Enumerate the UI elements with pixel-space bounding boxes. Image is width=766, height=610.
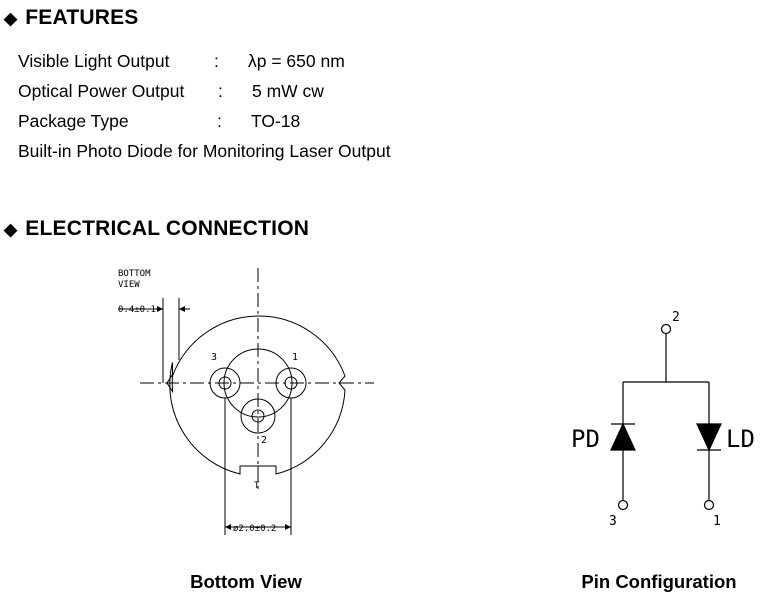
pin-3-label: 3 xyxy=(211,352,217,363)
laser-diode-symbol-icon xyxy=(696,423,722,452)
bottom-view-caption: Bottom View xyxy=(190,571,302,592)
pin-1-core xyxy=(284,376,298,390)
pin-1-label: 1 xyxy=(292,352,298,363)
view-label-line1: BOTTOM xyxy=(118,269,151,279)
ld-label: LD xyxy=(726,425,755,453)
dim-offset-label: 0.4±0.1 xyxy=(118,305,156,315)
arrow-pitch-left xyxy=(225,524,231,530)
pin-2-core xyxy=(251,409,265,423)
pin-config-pin-2: 2 xyxy=(672,310,680,325)
feature-value: λp = 650 nm xyxy=(248,51,345,71)
feature-label: Visible Light Output xyxy=(18,51,170,71)
pin-3-core xyxy=(218,376,232,390)
terminal-pin-3 xyxy=(617,499,629,511)
diamond-bullet-icon: ◆ xyxy=(4,219,18,239)
view-label-line2: VIEW xyxy=(118,280,140,290)
pin-config-pin-1: 1 xyxy=(713,514,721,529)
feature-label: Optical Power Output xyxy=(18,81,185,101)
electrical-title: ELECTRICAL CONNECTION xyxy=(25,217,310,240)
feature-value: TO-18 xyxy=(251,111,301,131)
pin-config-pin-3: 3 xyxy=(609,514,617,529)
feature-separator: : xyxy=(218,81,223,101)
feature-value: 5 mW cw xyxy=(252,81,324,101)
dim-pitch-label: ø2.0±0.2 xyxy=(233,524,276,534)
arrow-pitch-right xyxy=(285,524,291,530)
tab-mark-label: T xyxy=(254,481,260,491)
pin-config-caption: Pin Configuration xyxy=(581,571,737,592)
arrow-offset-left xyxy=(157,306,163,312)
pin-circle-inner xyxy=(223,348,293,418)
arrow-offset-right xyxy=(179,306,185,312)
pin-2-label: 2 xyxy=(261,435,267,446)
terminal-pin-2 xyxy=(660,323,672,335)
feature-label: Package Type xyxy=(18,111,129,131)
features-heading: ◆ FEATURES xyxy=(4,6,139,30)
feature-note-text: Built-in Photo Diode for Monitoring Lase… xyxy=(18,141,391,161)
electrical-heading: ◆ ELECTRICAL CONNECTION xyxy=(4,217,309,241)
diamond-bullet-icon: ◆ xyxy=(4,8,18,28)
package-outline xyxy=(166,315,346,475)
photodiode-symbol-icon xyxy=(610,422,636,451)
pd-label: PD xyxy=(571,425,600,453)
feature-separator: : xyxy=(217,111,222,131)
feature-separator: : xyxy=(214,51,219,71)
pin-2-ring xyxy=(240,398,276,434)
features-title: FEATURES xyxy=(25,6,139,29)
terminal-pin-1 xyxy=(703,499,715,511)
